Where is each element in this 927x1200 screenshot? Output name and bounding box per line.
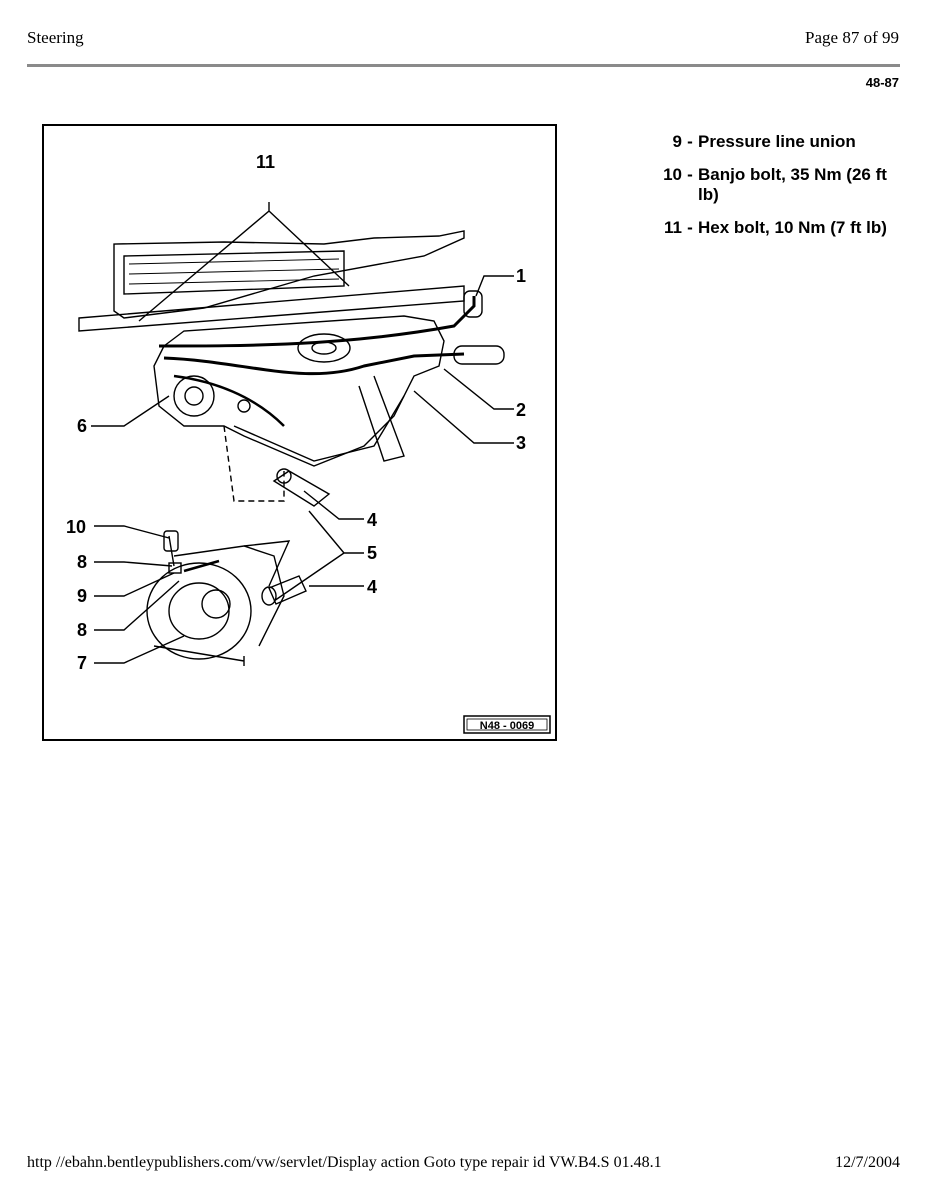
legend-item-text: Banjo bolt, 35 Nm (26 ft lb): [698, 165, 887, 204]
callout-label: 6: [77, 416, 87, 436]
callout-label: 8: [77, 620, 87, 640]
callout-label: 2: [516, 400, 526, 420]
callout-label: 5: [367, 543, 377, 563]
callout-label: 1: [516, 266, 526, 286]
legend-item-number: 11: [664, 218, 682, 237]
callout-label: 4: [367, 510, 377, 530]
legend-item-number: 10: [663, 165, 682, 184]
figure-reference-box: N48 - 0069: [463, 715, 551, 734]
figure-reference: N48 - 0069: [480, 720, 534, 732]
callout-label: 10: [66, 517, 86, 537]
section-code: 48-87: [865, 75, 899, 90]
diagram-illustration: 11 1 2 3 6 4 5 10 8 9 8 7 4 N48 - 0069: [66, 152, 551, 734]
legend-item: 9 - Pressure line union: [640, 132, 900, 152]
section-title: Steering: [27, 28, 84, 47]
legend-item-text: Pressure line union: [698, 132, 856, 151]
legend-item: 10 - Banjo bolt, 35 Nm (26 ft lb): [640, 165, 900, 205]
legend-item: 11 - Hex bolt, 10 Nm (7 ft lb): [640, 218, 900, 238]
callout-label: 4: [367, 577, 377, 597]
footer-url[interactable]: http //ebahn.bentleypublishers.com/vw/se…: [27, 1154, 662, 1171]
legend-item-text: Hex bolt, 10 Nm (7 ft lb): [698, 218, 887, 237]
footer-date: 12/7/2004: [835, 1154, 900, 1171]
callout-label: 8: [77, 552, 87, 572]
legend-item-number: 9: [672, 132, 682, 151]
page-footer: http //ebahn.bentleypublishers.com/vw/se…: [27, 1154, 900, 1172]
steering-diagram: 11 1 2 3 6 4 5 10 8 9 8 7 4 N48 - 0069: [42, 124, 557, 741]
callout-label: 11: [256, 152, 275, 172]
callout-label: 9: [77, 586, 87, 606]
callout-label: 7: [77, 653, 87, 673]
legend-list: 9 - Pressure line union 10 - Banjo bolt,…: [640, 132, 900, 251]
header-divider: [27, 64, 900, 67]
page-indicator: Page 87 of 99: [805, 28, 899, 47]
callout-label: 3: [516, 433, 526, 453]
